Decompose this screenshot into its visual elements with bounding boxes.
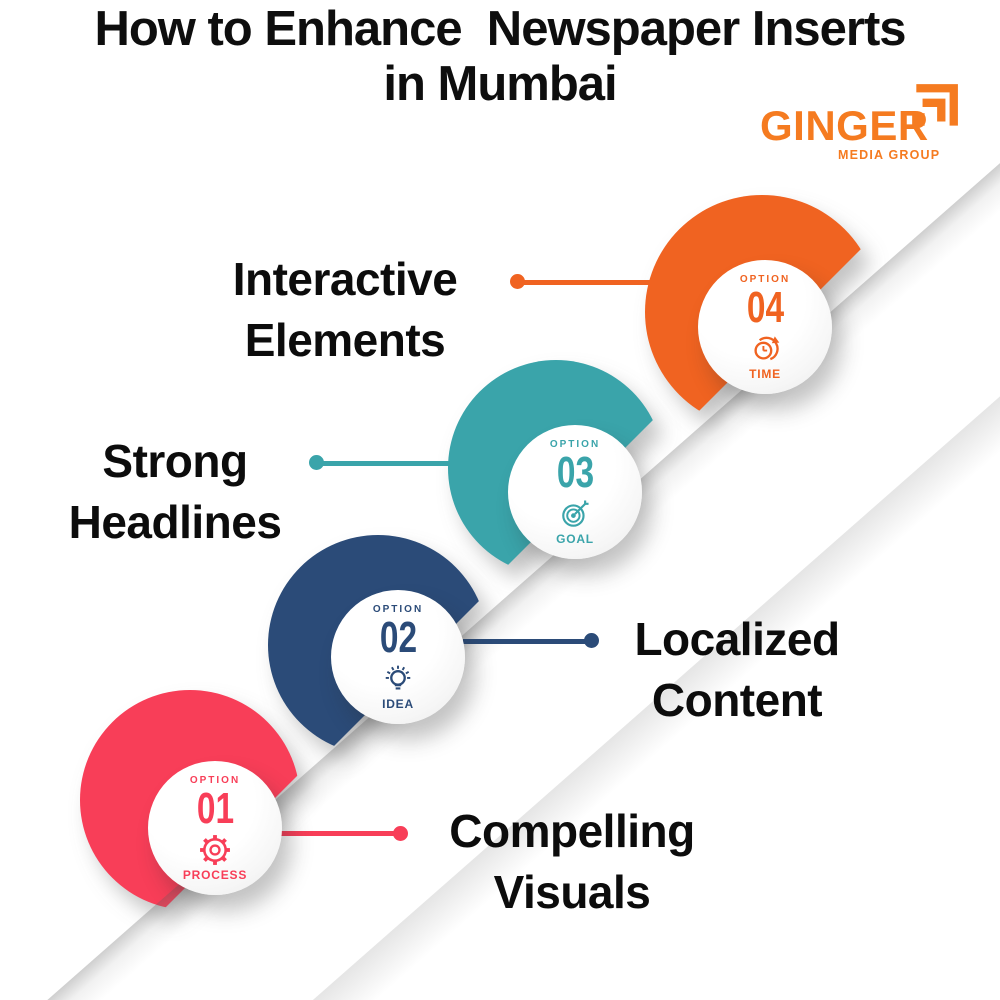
logo-tagline: MEDIA GROUP: [838, 148, 941, 162]
step4-number: 04: [746, 282, 784, 332]
step3-connector-line: [317, 461, 452, 466]
step2-connector-dot: [584, 633, 599, 648]
step4-bubble: OPTION 04 TIME: [698, 260, 832, 394]
step4-connector-dot: [510, 274, 525, 289]
step1-connector-line: [281, 831, 400, 836]
step3-bubble: OPTION 03 GOAL: [508, 425, 642, 559]
step2-connector-line: [463, 639, 592, 644]
step1-bubble: OPTION 01 PROCESS: [148, 761, 282, 895]
clock-arrow-icon: [754, 335, 780, 360]
ginger-media-group-logo: GINGER MEDIA GROUP: [756, 84, 976, 168]
gear-icon: [200, 834, 230, 865]
step1-connector-dot: [393, 826, 408, 841]
title-line2: in Mumbai: [383, 57, 617, 111]
target-icon: [562, 499, 589, 527]
step1-keyword: PROCESS: [182, 867, 248, 882]
step4-connector-line: [518, 280, 652, 285]
step3-keyword: GOAL: [556, 531, 594, 546]
step4-keyword: TIME: [749, 366, 781, 381]
step2-option-label: OPTION: [372, 603, 424, 615]
lightbulb-icon: [385, 665, 411, 689]
step2-number: 02: [379, 612, 417, 662]
step3-option-label: OPTION: [549, 438, 601, 450]
step2-bubble: OPTION 02 IDEA: [331, 590, 465, 724]
step4-option-label: OPTION: [739, 273, 791, 285]
step3-connector-dot: [309, 455, 324, 470]
title-line1: How to Enhance Newspaper Inserts: [94, 2, 906, 56]
step3-number: 03: [556, 447, 594, 497]
step1-number: 01: [196, 783, 234, 833]
logo-wordmark: GINGER: [760, 102, 929, 149]
stacked-corner-squares-icon: [908, 82, 960, 139]
step2-keyword: IDEA: [382, 696, 414, 711]
step1-option-label: OPTION: [189, 774, 241, 786]
